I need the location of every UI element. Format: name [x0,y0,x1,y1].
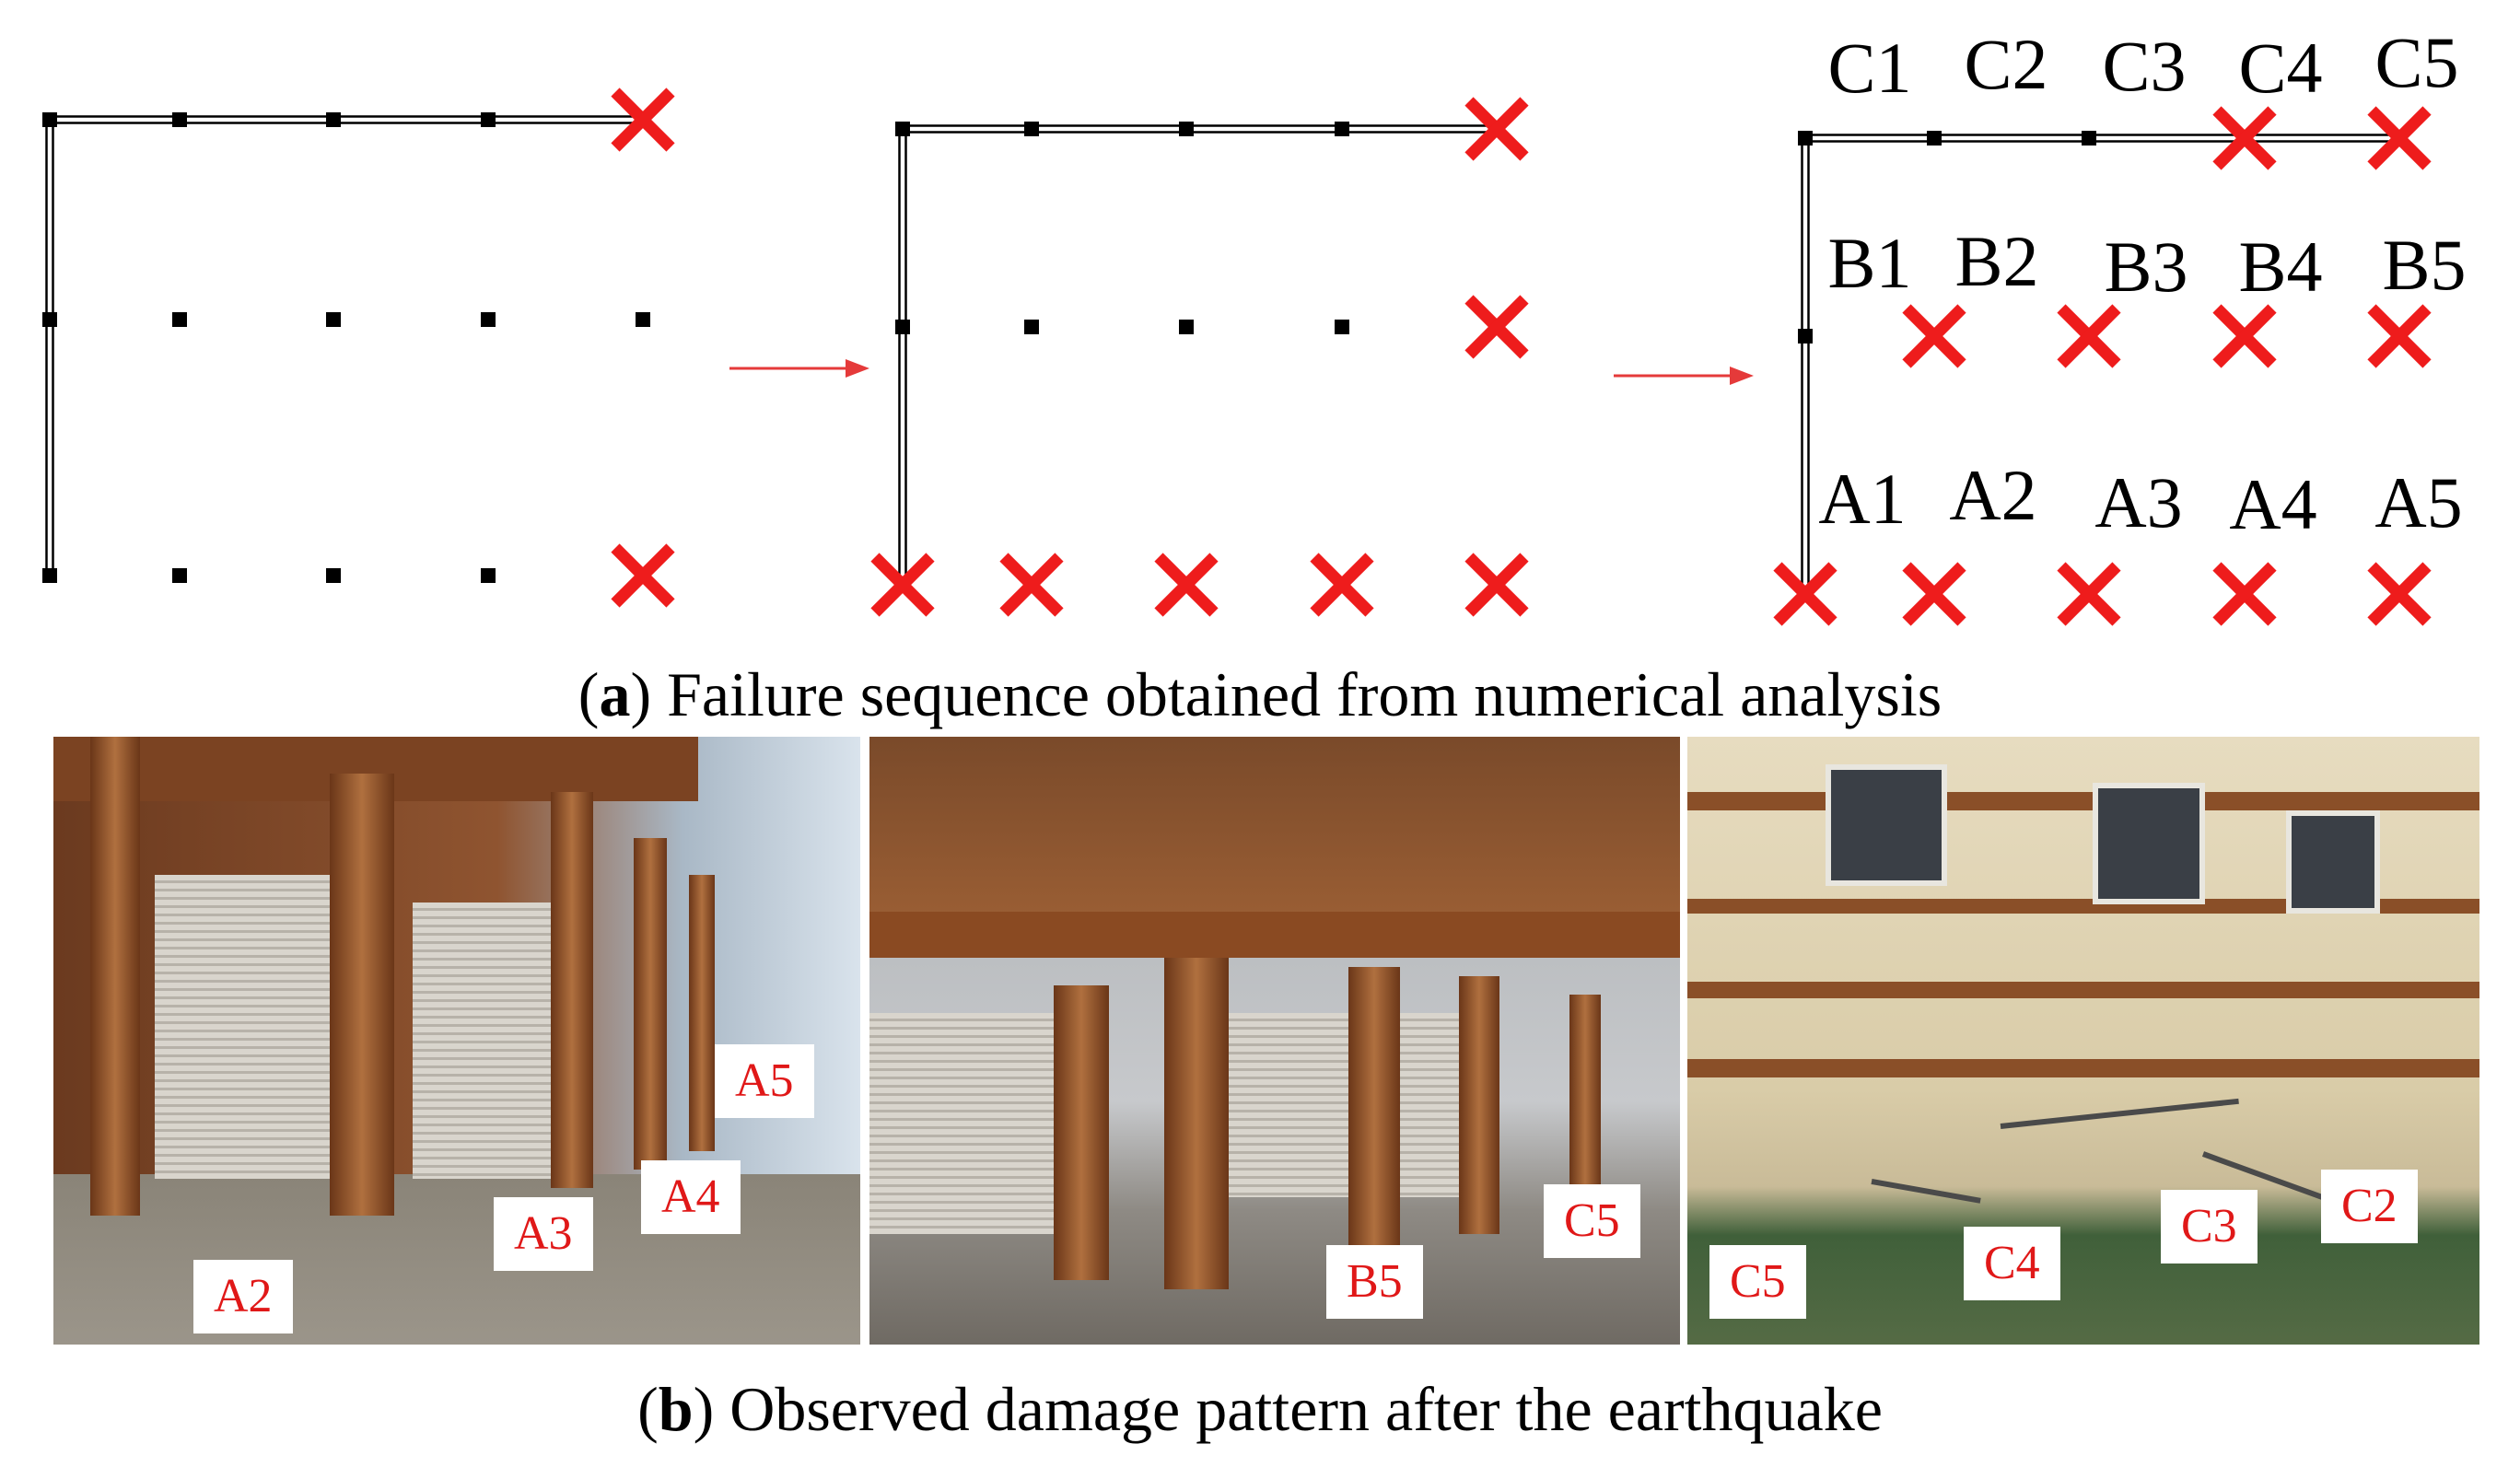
photo-2-tag-C5: C5 [1544,1184,1640,1258]
failure-mark-A5 [1464,553,1529,617]
node-C3 [2082,131,2096,146]
node-C4 [1335,122,1349,136]
sequence-arrowhead [846,359,869,378]
node-B1 [42,312,57,327]
failure-mark-C5 [1464,97,1529,161]
photo-1-tag-A3: A3 [494,1197,593,1271]
photo-3-tag-C3: C3 [2161,1190,2258,1264]
label-C2: C2 [1964,24,2048,104]
photo-2-tag-B5: B5 [1326,1245,1423,1319]
node-B5 [636,312,650,327]
label-C4: C4 [2238,28,2323,108]
photo-1-tag-A5: A5 [715,1044,814,1118]
failure-mark-A1 [1773,562,1838,626]
failure-mark-A3 [2057,562,2121,626]
failure-mark-A5 [611,543,675,608]
failure-mark-A4 [1310,553,1374,617]
photo-3-tag-C2: C2 [2321,1170,2418,1243]
failure-sequence-diagram [42,87,2432,626]
label-A1: A1 [1818,459,1907,539]
node-B2 [172,312,187,327]
failure-mark-B5 [1464,295,1529,359]
node-A2 [172,568,187,583]
caption-a-letter: a [599,659,631,729]
node-C2 [1024,122,1039,136]
label-C1: C1 [1827,28,1912,108]
failure-mark-A4 [2212,562,2277,626]
failure-mark-A5 [2367,562,2432,626]
label-B4: B4 [2238,227,2323,307]
node-C1 [1798,131,1813,146]
node-B4 [1335,320,1349,334]
photo-3-tag-C5: C5 [1709,1245,1806,1319]
caption-a-text: Failure sequence obtained from numerical… [667,659,1942,729]
photo-veranda-b-row: C5 B5 [869,737,1680,1345]
failure-mark-A1 [870,553,935,617]
node-A1 [42,568,57,583]
caption-a: (a) Failure sequence obtained from numer… [578,659,1942,729]
node-C4 [481,112,496,127]
node-B2 [1024,320,1039,334]
label-B1: B1 [1827,223,1912,303]
label-B5: B5 [2382,225,2467,305]
label-C5: C5 [2374,22,2459,102]
failure-mark-C5 [2367,106,2432,170]
photo-1-tag-A4: A4 [641,1160,741,1234]
caption-b: (b) Observed damage pattern after the ea… [637,1374,1883,1444]
node-B1 [895,320,910,334]
label-B3: B3 [2104,227,2188,307]
failure-mark-A2 [1902,562,1966,626]
failure-mark-B2 [1902,304,1966,368]
photo-3-tag-C4: C4 [1964,1227,2060,1300]
node-B3 [326,312,341,327]
label-B2: B2 [1954,221,2039,301]
label-C3: C3 [2102,26,2187,106]
photo-building-c-row: C5 C4 C3 C2 [1687,737,2479,1345]
node-B4 [481,312,496,327]
caption-b-letter: b [658,1374,694,1444]
failure-mark-B5 [2367,304,2432,368]
failure-mark-B3 [2057,304,2121,368]
label-A5: A5 [2374,462,2463,542]
failure-mark-C4 [2212,106,2277,170]
node-A4 [481,568,496,583]
node-A3 [326,568,341,583]
node-C3 [326,112,341,127]
failure-mark-A2 [999,553,1064,617]
failure-mark-A3 [1154,553,1219,617]
node-B1 [1798,329,1813,344]
node-C1 [42,112,57,127]
photo-1-tag-A2: A2 [193,1260,293,1333]
label-A2: A2 [1949,455,2037,535]
node-C1 [895,122,910,136]
failure-mark-C5 [611,87,675,152]
sequence-arrowhead [1730,367,1754,385]
label-A3: A3 [2094,462,2183,542]
node-C3 [1179,122,1194,136]
failure-mark-B4 [2212,304,2277,368]
photo-veranda-a-row: A5 A4 A3 A2 [53,737,860,1345]
node-C2 [172,112,187,127]
caption-b-text: Observed damage pattern after the earthq… [729,1374,1883,1444]
node-C2 [1927,131,1942,146]
label-A4: A4 [2229,464,2317,544]
node-B3 [1179,320,1194,334]
